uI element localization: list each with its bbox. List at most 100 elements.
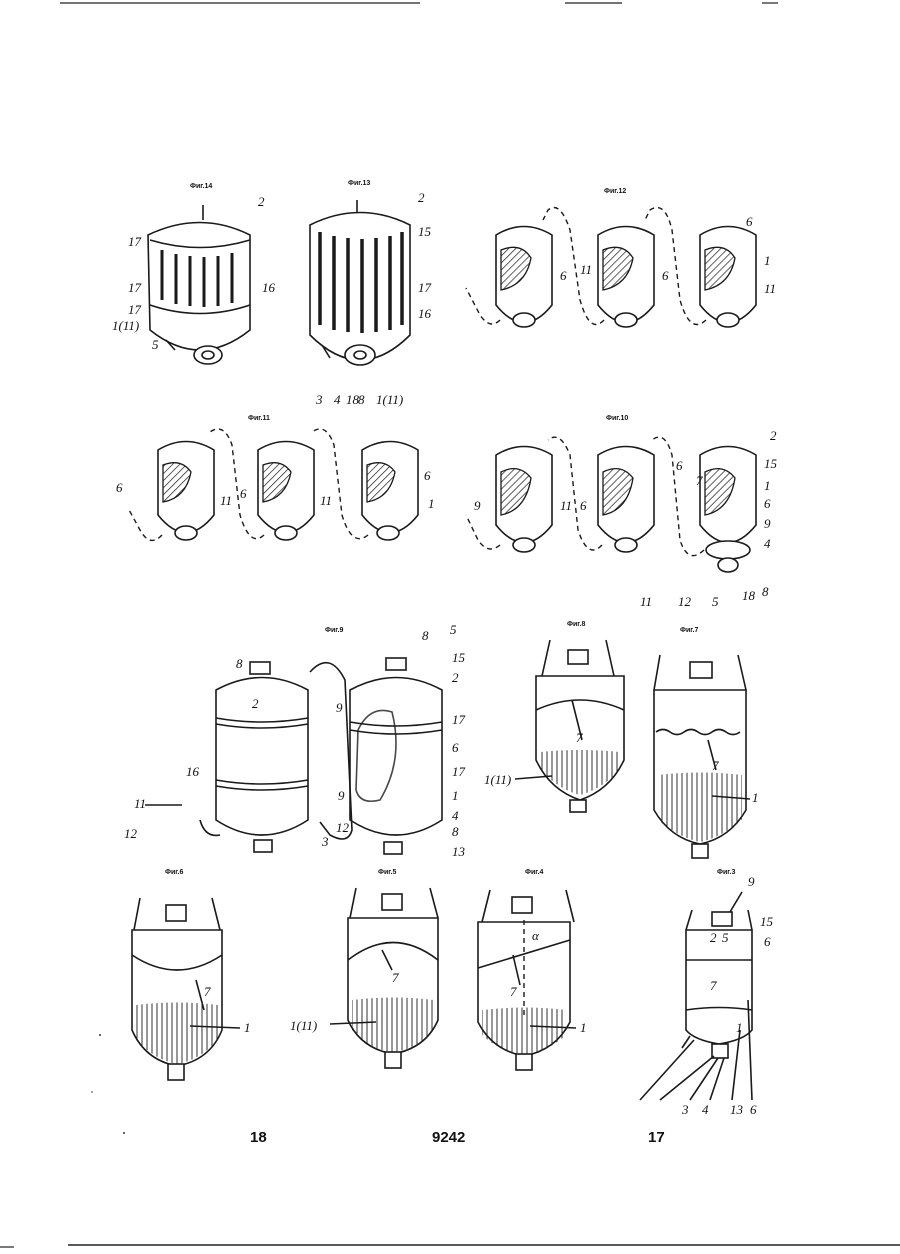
fig8-caption: Фиг.8 bbox=[567, 621, 585, 628]
fig10-label: 15 bbox=[764, 456, 778, 471]
fig14-label: 17 bbox=[128, 280, 142, 295]
figure-13: Фиг.13 2 15 17 16 1(11) 8 18 4 3 bbox=[310, 180, 432, 407]
fig9-label: 2 bbox=[452, 670, 459, 685]
fig3-label: 15 bbox=[760, 914, 774, 929]
fig3-label: 3 bbox=[681, 1102, 689, 1117]
fig9-label: 12 bbox=[336, 820, 350, 835]
fig14-label: 17 bbox=[128, 302, 142, 317]
fig12-label: 6 bbox=[746, 214, 753, 229]
figure-8: Фиг.8 7 1(11) bbox=[484, 621, 624, 812]
fig10-label: 7 bbox=[696, 473, 703, 488]
fig11-label: 11 bbox=[320, 493, 332, 508]
fig9-label: 9 bbox=[338, 788, 345, 803]
fig9-label: 12 bbox=[124, 826, 138, 841]
fig3-label: 13 bbox=[730, 1102, 744, 1117]
fig3-label: 6 bbox=[750, 1102, 757, 1117]
fig13-caption: Фиг.13 bbox=[348, 180, 370, 187]
fig14-label: 5 bbox=[152, 337, 159, 352]
fig9-label: 15 bbox=[452, 650, 466, 665]
fig14-caption: Фиг.14 bbox=[190, 183, 212, 190]
fig8-label: 7 bbox=[576, 730, 583, 745]
fig10-label: 6 bbox=[764, 496, 771, 511]
figure-5: Фиг.5 7 1(11) bbox=[290, 869, 438, 1068]
figure-3: Фиг.3 9 15 2 5 6 7 1 6 13 4 3 bbox=[640, 869, 774, 1117]
figure-10: Фиг.10 2 15 1 6 9 4 8 18 5 12 11 6 6 11 … bbox=[466, 415, 778, 609]
fig13-label: 3 bbox=[315, 392, 323, 407]
page-number-right: 17 bbox=[648, 1129, 665, 1146]
fig12-caption: Фиг.12 bbox=[604, 188, 626, 195]
fig9-label: 11 bbox=[134, 796, 146, 811]
fig4-label: 7 bbox=[510, 984, 517, 999]
fig9-label: 1 bbox=[452, 788, 459, 803]
fig7-caption: Фиг.7 bbox=[680, 627, 698, 634]
fig10-label: 6 bbox=[580, 498, 587, 513]
figure-11: Фиг.11 6 1 11 6 11 6 bbox=[116, 415, 435, 540]
fig10-label: 4 bbox=[764, 536, 771, 551]
fig10-label: 9 bbox=[474, 498, 481, 513]
figure-9: Фиг.9 5 8 15 2 9 17 6 17 1 4 8 13 3 12 1… bbox=[124, 622, 466, 859]
fig3-label: 4 bbox=[702, 1102, 709, 1117]
fig10-caption: Фиг.10 bbox=[606, 415, 628, 422]
fig3-label: 1 bbox=[736, 1020, 743, 1035]
fig3-label: 9 bbox=[748, 874, 755, 889]
fig10-label: 12 bbox=[678, 594, 692, 609]
fig6-label: 7 bbox=[204, 984, 211, 999]
fig13-label: 17 bbox=[418, 280, 432, 295]
fig7-label: 1 bbox=[752, 790, 759, 805]
fig14-label: 17 bbox=[128, 234, 142, 249]
page-numbers: 18 9242 17 bbox=[250, 1129, 665, 1146]
fig7-label: 7 bbox=[712, 758, 719, 773]
figure-4: Фиг.4 α 7 1 bbox=[478, 869, 587, 1070]
page-number-left: 18 bbox=[250, 1129, 267, 1146]
fig12-label: 11 bbox=[764, 281, 776, 296]
figure-6: Фиг.6 7 1 bbox=[132, 869, 251, 1080]
fig11-label: 1 bbox=[428, 496, 435, 511]
fig9-caption: Фиг.9 bbox=[325, 627, 343, 634]
fig12-label: 11 bbox=[580, 262, 592, 277]
fig9-label: 13 bbox=[452, 844, 466, 859]
fig13-label: 2 bbox=[418, 190, 425, 205]
fig11-label: 6 bbox=[240, 486, 247, 501]
fig9-label: 9 bbox=[336, 700, 343, 715]
fig8-label: 1(11) bbox=[484, 772, 511, 787]
figure-7: Фиг.7 7 1 bbox=[654, 627, 759, 858]
fig10-label: 11 bbox=[640, 594, 652, 609]
fig14-label: 16 bbox=[262, 280, 276, 295]
fig13-label: 16 bbox=[418, 306, 432, 321]
figure-14: Фиг.14 2 17 17 16 17 1(11) 5 bbox=[112, 183, 276, 364]
fig3-caption: Фиг.3 bbox=[717, 869, 735, 876]
fig9-label: 17 bbox=[452, 764, 466, 779]
fig12-label: 1 bbox=[764, 253, 771, 268]
figure-12: Фиг.12 6 1 11 6 11 6 bbox=[466, 188, 776, 327]
fig9-label: 6 bbox=[452, 740, 459, 755]
fig11-label: 6 bbox=[424, 468, 431, 483]
fig10-label: 8 bbox=[762, 584, 769, 599]
fig10-label: 1 bbox=[764, 478, 771, 493]
fig10-label: 9 bbox=[764, 516, 771, 531]
fig13-label: 1(11) bbox=[376, 392, 403, 407]
fig5-caption: Фиг.5 bbox=[378, 869, 396, 876]
fig13-label: 8 bbox=[358, 392, 365, 407]
fig11-label: 6 bbox=[116, 480, 123, 495]
fig6-label: 1 bbox=[244, 1020, 251, 1035]
fig10-label: 18 bbox=[742, 588, 756, 603]
fig13-label: 15 bbox=[418, 224, 432, 239]
fig3-label: 7 bbox=[710, 978, 717, 993]
fig12-label: 6 bbox=[662, 268, 669, 283]
fig9-label: 16 bbox=[186, 764, 200, 779]
fig3-label: 2 bbox=[710, 930, 717, 945]
fig10-label: 2 bbox=[770, 428, 777, 443]
fig9-label: 2 bbox=[252, 696, 259, 711]
fig14-label: 2 bbox=[258, 194, 265, 209]
fig3-label: 6 bbox=[764, 934, 771, 949]
fig10-label: 6 bbox=[676, 458, 683, 473]
fig12-label: 6 bbox=[560, 268, 567, 283]
fig4-label: α bbox=[532, 928, 540, 943]
fig3-label: 5 bbox=[722, 930, 729, 945]
fig9-label: 8 bbox=[236, 656, 243, 671]
fig9-label: 3 bbox=[321, 834, 329, 849]
fig10-label: 5 bbox=[712, 594, 719, 609]
fig13-label: 4 bbox=[334, 392, 341, 407]
fig9-label: 4 bbox=[452, 808, 459, 823]
